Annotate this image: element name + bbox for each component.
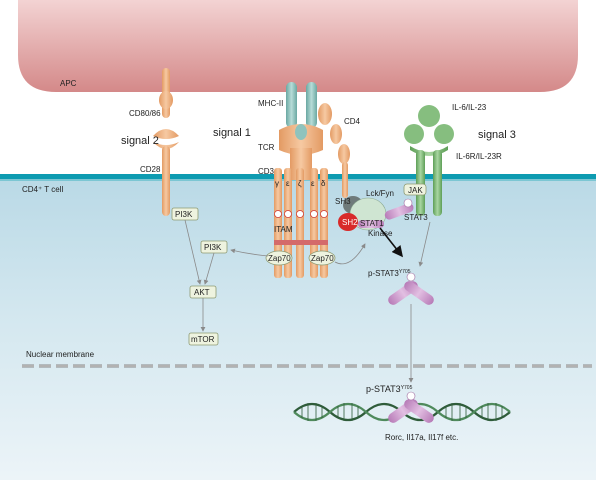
- cd3-epsilon-right: ε: [311, 179, 315, 188]
- signaling-arrows: [184, 219, 431, 383]
- sh2-label: SH2: [342, 218, 358, 227]
- apc-cell: [18, 0, 578, 92]
- mhc-ii-label: MHC-II: [258, 99, 283, 108]
- svg-text:PI3K: PI3K: [175, 210, 193, 219]
- kinase-label: Kinase: [368, 229, 393, 238]
- tcr-label: TCR: [258, 143, 275, 152]
- apc-label: APC: [60, 79, 77, 88]
- cd3-phospho-sites: [274, 210, 328, 218]
- cd3-delta: δ: [321, 179, 326, 188]
- akt-box: AKT: [189, 285, 217, 299]
- mhc-ii: [286, 82, 317, 128]
- svg-text:mTOR: mTOR: [191, 335, 215, 344]
- pstat3-dimer-cytoplasm: [388, 272, 434, 305]
- stat3-label: STAT3: [404, 213, 428, 222]
- svg-text:Zap70: Zap70: [268, 254, 291, 263]
- signal-1-label: signal 1: [213, 127, 251, 139]
- pi3k-box-zap70: PI3K: [200, 240, 228, 254]
- cd28-label: CD28: [140, 165, 161, 174]
- pstat3-dimer-nucleus: [388, 391, 434, 423]
- cd28-cd80-complex: [153, 68, 179, 216]
- cd3-zeta: ζ: [298, 179, 302, 188]
- lck-fyn-label: Lck/Fyn: [366, 189, 394, 198]
- cd80-86-label: CD80/86: [129, 109, 161, 118]
- svg-text:JAK: JAK: [408, 186, 423, 195]
- dna-rungs: [301, 403, 503, 421]
- itam-label: ITAM: [274, 225, 293, 234]
- jak-kinase: JAK: [403, 183, 427, 196]
- sh3-label: SH3: [335, 197, 351, 206]
- zap70-left: Zap70: [265, 250, 293, 266]
- pi3k-box-cd28: PI3K: [171, 207, 199, 221]
- signal-3-label: signal 3: [478, 129, 516, 141]
- target-genes-label: Rorc, Il17a, Il17f etc.: [385, 433, 458, 442]
- mtor-box: mTOR: [188, 332, 219, 346]
- svg-text:PI3K: PI3K: [204, 243, 222, 252]
- il6-il23-label: IL-6/IL-23: [452, 103, 487, 112]
- stat1-label: STAT1: [360, 219, 384, 228]
- stat3-monomer: [384, 198, 414, 220]
- lck-fyn-complex: [338, 196, 387, 231]
- svg-text:Zap70: Zap70: [311, 254, 334, 263]
- il6r-il23r-receptor: [410, 146, 448, 216]
- il6-il23-cytokine: [404, 105, 454, 144]
- pstat3-nucleus-label: p-STAT3Y705: [366, 384, 413, 394]
- signal-2-label: signal 2: [121, 135, 159, 147]
- cd3-label: CD3: [258, 167, 275, 176]
- tcr: [279, 124, 323, 180]
- il6r-il23r-label: IL-6R/IL-23R: [456, 152, 502, 161]
- cd4-coreceptor: [318, 103, 350, 198]
- cd3-gamma: γ: [275, 179, 279, 188]
- cd4-label: CD4: [344, 117, 361, 126]
- cd3-epsilon-left: ε: [286, 179, 290, 188]
- cd3-complex: [274, 168, 328, 278]
- kinase-phosphorylation-arrow: [379, 227, 403, 258]
- cd4-t-cell-label: CD4⁺ T cell: [22, 185, 63, 194]
- pstat3-label: p-STAT3Y705: [368, 269, 411, 278]
- zap70-right: Zap70: [308, 250, 336, 266]
- nuclear-membrane-label: Nuclear membrane: [26, 350, 95, 359]
- svg-text:AKT: AKT: [194, 288, 210, 297]
